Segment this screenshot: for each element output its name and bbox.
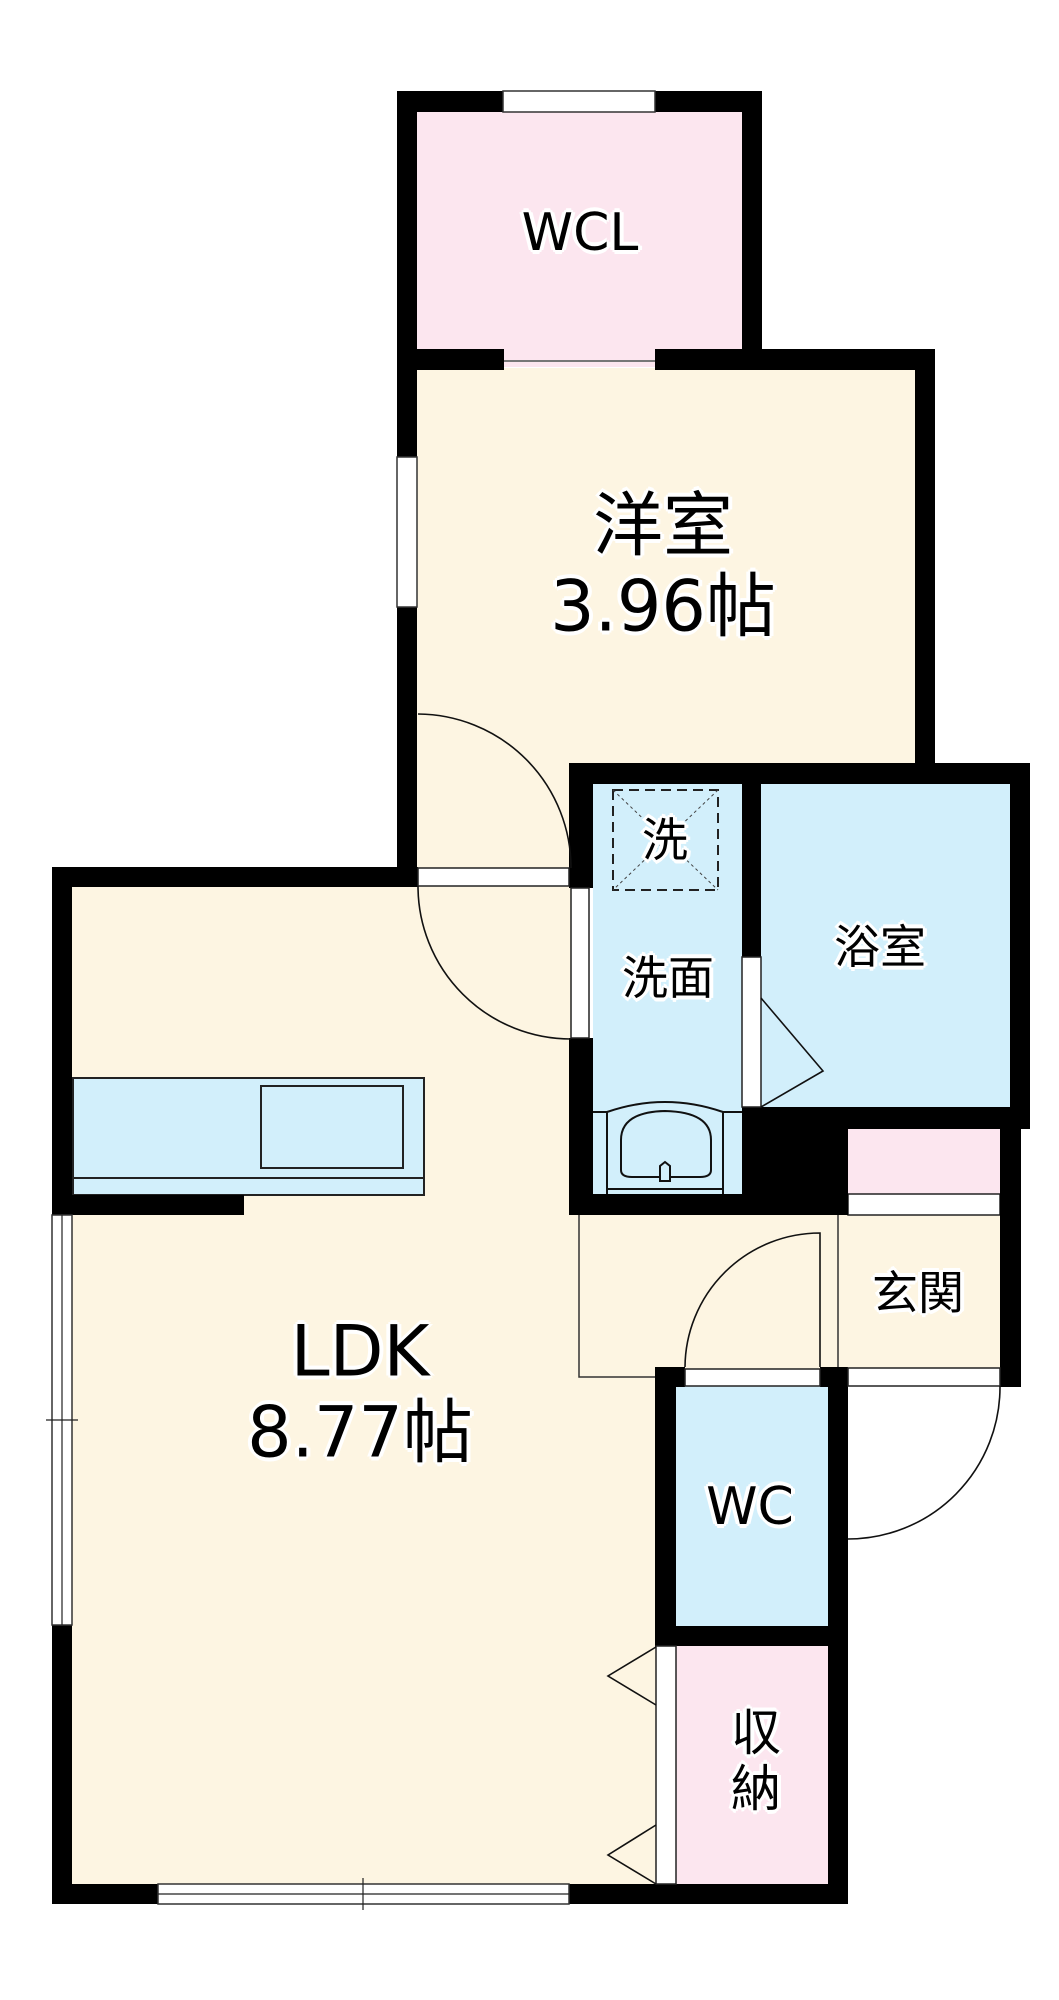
- ldk-name: LDK: [290, 1310, 430, 1393]
- wcl-label: WCL: [521, 203, 639, 263]
- wc-floor: [676, 1386, 828, 1626]
- ldk-bedroom-door-leaf: [417, 867, 570, 887]
- wcl-window: [502, 90, 656, 113]
- entrance-label: 玄関: [872, 1266, 964, 1320]
- hall-outline: [578, 1215, 839, 1378]
- washroom-label: 洗面: [622, 951, 714, 1005]
- wcl-floor: [417, 112, 742, 367]
- storage-label: 収納: [723, 1706, 781, 1818]
- bedroom-name: 洋室: [592, 484, 733, 567]
- ldk-floor: [72, 886, 572, 1886]
- ldk-size: 8.77帖: [247, 1391, 473, 1473]
- wc-label: WC: [706, 1477, 794, 1537]
- bedroom-floor: [417, 368, 915, 764]
- kitchen-sink: [260, 1085, 404, 1169]
- door-swings: [417, 713, 1001, 1885]
- wc-door-leaf: [684, 1368, 821, 1387]
- storage-floor: [676, 1646, 828, 1884]
- ldk-label: LDK 8.77帖: [247, 1310, 473, 1473]
- front-door-leaf: [847, 1367, 1001, 1387]
- washer-label: 洗: [642, 813, 688, 867]
- washroom-door-leaf: [570, 887, 590, 1039]
- wash-basin-icon: [593, 1101, 742, 1194]
- bedroom-label: 洋室 3.96帖: [550, 484, 776, 647]
- storage-door-leaf: [655, 1645, 677, 1885]
- bedroom-window: [396, 456, 418, 608]
- hall-floor: [570, 1214, 1000, 1369]
- bedroom-alcove-floor: [417, 760, 572, 870]
- bath-door-leaf: [741, 956, 762, 1108]
- shoe-storage: [848, 1129, 1000, 1194]
- doors: [417, 867, 1001, 1885]
- window-details: [46, 1215, 569, 1910]
- bathroom-label: 浴室: [834, 920, 926, 974]
- bathroom-floor: [761, 784, 1010, 1108]
- washer-pan-icon: [612, 789, 719, 891]
- shoe-storage-front: [847, 1193, 1001, 1216]
- bedroom-size: 3.96帖: [550, 565, 776, 647]
